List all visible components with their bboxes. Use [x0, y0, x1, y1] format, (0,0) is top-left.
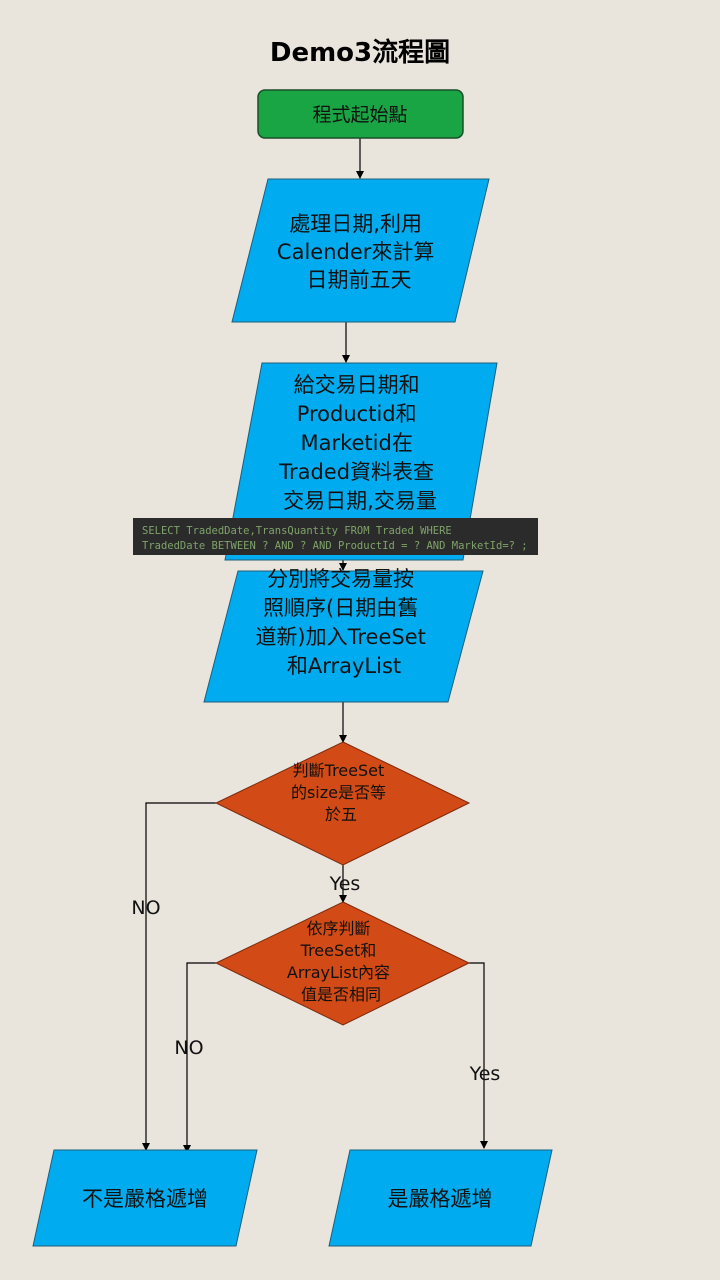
date-process-node	[231, 178, 490, 323]
add-sets-label: 分別將交易量按 照順序(日期由舊 道新)加入TreeSet 和ArrayList	[255, 567, 432, 678]
arrow-size-no	[142, 802, 216, 1151]
decision-size-node	[214, 741, 471, 866]
decision-order-label: 依序判斷 TreeSet和 ArrayList內容 值是否相同	[287, 919, 395, 1004]
edge-label-order-no: NO	[174, 1037, 203, 1059]
arrow-order-no	[183, 962, 216, 1153]
arrow-order-yes	[469, 962, 488, 1149]
query-node	[224, 362, 498, 561]
sql-note-text: SELECT TradedDate,TransQuantity FROM Tra…	[142, 525, 528, 552]
sql-note-box	[133, 518, 538, 555]
edge-label-size-yes: Yes	[329, 873, 361, 895]
start-node-label: 程式起始點	[312, 104, 407, 126]
edge-label-size-no: NO	[131, 897, 160, 919]
add-sets-node	[203, 570, 484, 703]
diagram-title: Demo3流程圖	[270, 38, 450, 68]
start-node	[257, 89, 464, 139]
query-label: 給交易日期和 Productid和 Marketid在 Traded資料表查 交…	[278, 373, 441, 513]
decision-order-node	[214, 901, 471, 1026]
date-process-label: 處理日期,利用 Calender來計算 日期前五天	[277, 212, 441, 292]
not-increasing-node	[32, 1149, 258, 1247]
increasing-node	[328, 1149, 553, 1247]
increasing-label: 是嚴格遞增	[388, 1187, 493, 1211]
edge-label-order-yes: Yes	[469, 1063, 501, 1085]
not-increasing-label: 不是嚴格遞增	[82, 1187, 208, 1211]
connectors	[142, 138, 488, 1153]
decision-size-label: 判斷TreeSet 的size是否等 於五	[291, 761, 391, 824]
